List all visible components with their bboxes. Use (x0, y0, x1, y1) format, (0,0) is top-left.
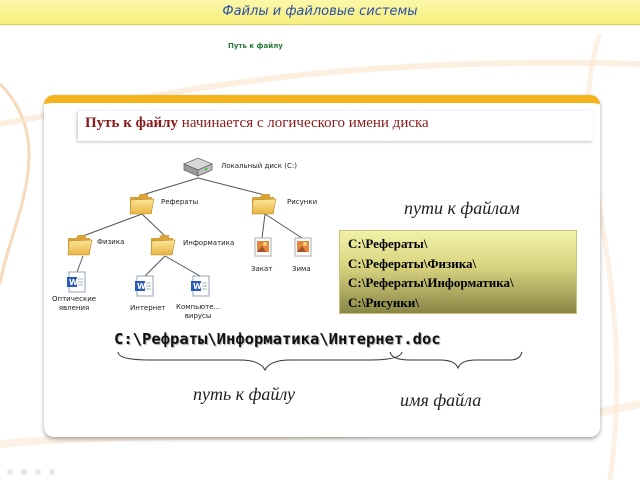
node-label-referaty: Рефераты (161, 198, 199, 206)
paths-box: C:\Рефераты\ C:\Рефераты\Физика\ C:\Рефе… (339, 230, 577, 314)
node-label-root: Локальный диск (C:) (221, 162, 297, 170)
node-label-informatika: Информатика (183, 239, 235, 247)
path-line: C:\Рефераты\Физика\ (348, 255, 477, 271)
node-label-fizika: Физика (97, 238, 125, 246)
title-banner: Файлы и файловые системы (0, 0, 640, 25)
doc-viruses-icon[interactable] (190, 275, 210, 297)
slide-nav-icons (7, 469, 55, 475)
node-label-internet: Интернет (130, 304, 166, 312)
path-line: C:\Рисунки\ (348, 294, 419, 310)
node-label-risunki: Рисунки (287, 198, 318, 206)
slide-subtitle: Путь к файлу (228, 42, 283, 50)
node-label-viruses: Компьюте... вирусы (176, 303, 220, 321)
label-filename: имя файла (400, 390, 482, 410)
local-disk-icon[interactable] (182, 157, 214, 177)
brace-lines (117, 351, 523, 372)
node-label-optics-line2: явления (58, 304, 90, 312)
heading-box (78, 111, 593, 141)
doc-internet-icon[interactable] (134, 275, 154, 297)
banner-title: Файлы и файловые системы (222, 4, 418, 19)
image-zima-icon[interactable] (294, 237, 312, 257)
heading-rest: начинается с логического имени диска (178, 115, 429, 131)
node-label-zakat: Закат (251, 265, 273, 273)
node-label-viruses-line1: Компьюте... (176, 303, 221, 311)
label-path: путь к файлу (193, 384, 295, 404)
node-label-zima: Зима (292, 265, 311, 273)
image-zakat-icon[interactable] (254, 237, 272, 257)
path-line: C:\Рефераты\ (348, 236, 428, 251)
folder-tree: W (66, 157, 312, 297)
folder-fizika-icon[interactable] (67, 234, 93, 256)
slide-heading: Путь к файлу начинается с логического им… (85, 115, 429, 132)
full-file-path: С:\Рефраты\Информатика\Интернет.doc (114, 330, 441, 348)
doc-optics-icon[interactable] (66, 271, 86, 293)
folder-risunki-icon[interactable] (251, 193, 277, 215)
folder-informatika-icon[interactable] (150, 234, 176, 256)
node-label-optics: Оптические явления (52, 295, 96, 313)
node-label-optics-line1: Оптические (52, 295, 97, 303)
node-label-viruses-line2: вирусы (184, 312, 212, 320)
path-line: C:\Рефераты\Информатика\ (348, 275, 514, 290)
paths-title: пути к файлам (404, 198, 520, 218)
heading-bold: Путь к файлу (85, 115, 179, 131)
folder-referaty-icon[interactable] (129, 193, 155, 215)
